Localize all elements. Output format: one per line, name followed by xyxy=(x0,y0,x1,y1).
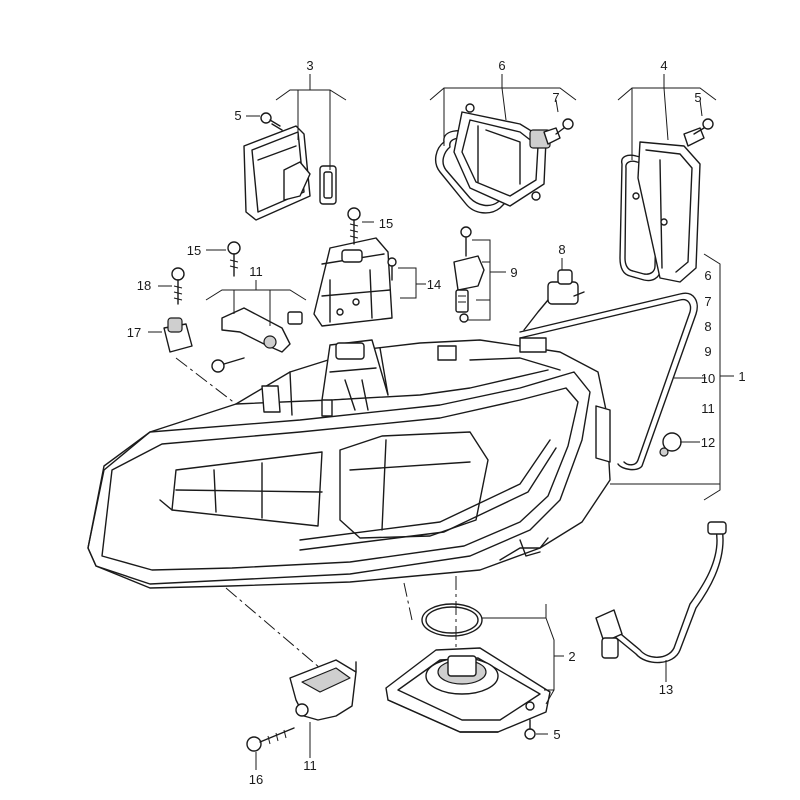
frame-seal-part-4 xyxy=(619,127,705,283)
callout-5-top: 5 xyxy=(234,108,241,123)
callout-6-top: 6 xyxy=(498,58,505,73)
screw-part-15-left xyxy=(227,241,241,277)
ballast-part-2 xyxy=(385,603,551,733)
screw-part-18 xyxy=(171,267,185,305)
bracket-part-11-bottom xyxy=(289,659,357,721)
callout-8-center: 8 xyxy=(558,242,565,257)
callout-15-left: 15 xyxy=(187,243,201,258)
callout-11-bottom: 11 xyxy=(303,758,317,773)
frame-seal-part-6 xyxy=(434,103,561,214)
callout-16: 16 xyxy=(249,772,263,787)
screw-part-11-lower xyxy=(211,357,245,373)
callout-4: 4 xyxy=(660,58,667,73)
screw-part-16 xyxy=(246,727,295,752)
screw-part-5-top xyxy=(260,112,283,131)
callout-11-right: 11 xyxy=(701,401,715,416)
callout-11-top: 11 xyxy=(249,264,263,279)
callout-3: 3 xyxy=(306,58,313,73)
callout-7-top: 7 xyxy=(552,90,559,105)
screw-part-14-small xyxy=(387,257,397,281)
control-unit-part-3 xyxy=(243,125,337,221)
adjuster-part-9 xyxy=(453,226,485,323)
callout-9-right: 9 xyxy=(704,344,711,359)
callout-17: 17 xyxy=(127,325,141,340)
seal-strip-part-10 xyxy=(519,292,698,471)
callout-8-right: 8 xyxy=(704,319,711,334)
callout-15-upper: 15 xyxy=(379,216,393,231)
screw-part-7 xyxy=(555,118,574,135)
callout-10: 10 xyxy=(701,371,715,386)
screw-part-5-bottom xyxy=(524,719,536,740)
callout-9-center: 9 xyxy=(510,265,517,280)
headlight-housing xyxy=(87,337,611,589)
callout-6-right: 6 xyxy=(704,268,711,283)
leader-lines xyxy=(148,74,734,770)
screw-part-15-upper xyxy=(347,207,361,245)
callout-5-bottom: 5 xyxy=(553,727,560,742)
callout-13: 13 xyxy=(659,682,673,697)
cable-part-13 xyxy=(595,521,727,664)
bracket-part-14 xyxy=(313,237,393,327)
screw-part-5-right xyxy=(693,118,714,135)
callout-5-right: 5 xyxy=(694,90,701,105)
motor-part-8 xyxy=(523,269,585,331)
callout-12: 12 xyxy=(701,435,715,450)
callout-14: 14 xyxy=(427,277,441,292)
callout-7-right: 7 xyxy=(704,294,711,309)
callout-18: 18 xyxy=(137,278,151,293)
bracket-part-11-top xyxy=(221,307,303,353)
clip-part-17 xyxy=(163,317,193,353)
callout-labels: 3 5 6 7 4 5 15 15 11 18 17 14 9 8 6 7 8 … xyxy=(127,58,746,787)
cap-part-12 xyxy=(659,432,682,457)
callout-2: 2 xyxy=(568,649,575,664)
callout-1: 1 xyxy=(738,369,745,384)
